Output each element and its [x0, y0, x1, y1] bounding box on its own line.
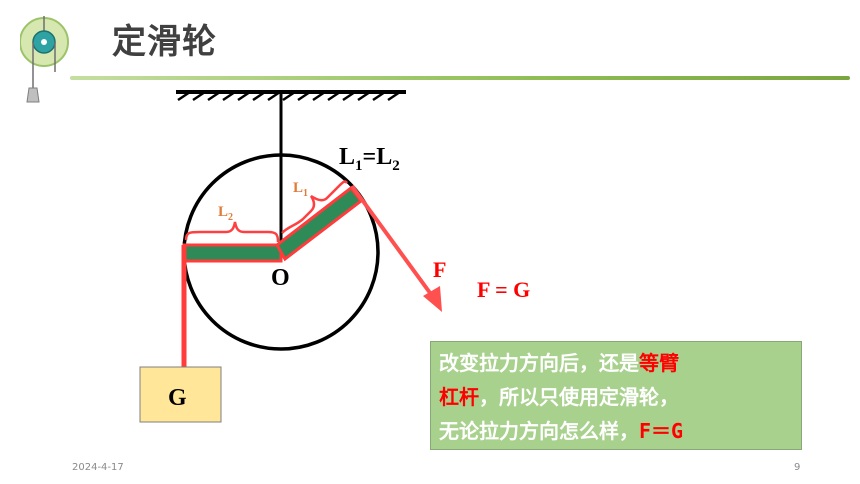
l1-label: L1 [293, 180, 308, 199]
page-title: 定滑轮 [112, 22, 217, 62]
explanation-note: 改变拉力方向后，还是等臂 杠杆，所以只使用定滑轮， 无论拉力方向怎么样，F＝G [430, 341, 802, 450]
note-line-3: 无论拉力方向怎么样，F＝G [439, 419, 684, 443]
header-divider [70, 76, 850, 80]
force-arrow-icon [423, 286, 442, 312]
weight-box [139, 366, 222, 423]
note-line-1: 改变拉力方向后，还是等臂 [439, 351, 679, 375]
force-label: F [433, 257, 446, 282]
force-rope [350, 184, 435, 299]
lever-arm-left [182, 243, 283, 263]
weight-label: G [168, 385, 187, 411]
l1-brace [281, 180, 349, 234]
l2-brace [184, 221, 280, 243]
footer-date: 2024-4-17 [72, 462, 124, 473]
pivot-label: O [271, 265, 290, 291]
note-line-2: 杠杆，所以只使用定滑轮， [439, 385, 679, 409]
equation-label: F = G [477, 277, 530, 302]
ceiling-mount [176, 90, 406, 102]
l2-label: L2 [218, 204, 233, 223]
pulley-logo-icon [20, 16, 69, 103]
footer-page-number: 9 [794, 462, 801, 473]
arm-equality-label: L1=L2 [339, 144, 400, 174]
